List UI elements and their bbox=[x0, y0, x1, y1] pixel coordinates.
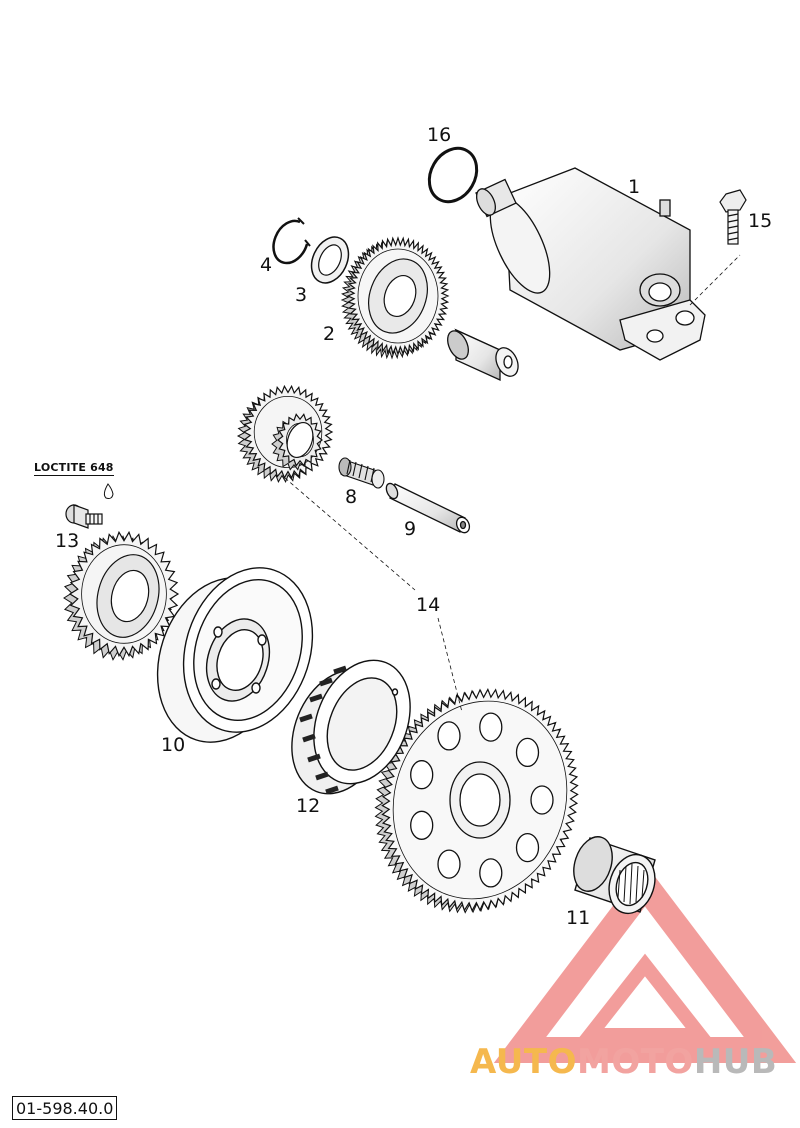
gear-hole bbox=[437, 721, 461, 751]
watermark-text-hub: HUB bbox=[693, 1042, 778, 1082]
leader-lines-part-14 bbox=[284, 477, 463, 713]
callout-part-10: 10 bbox=[161, 734, 186, 756]
needle-bearing-part-12 bbox=[573, 836, 656, 915]
circlip-part-4 bbox=[272, 217, 311, 265]
screw-part-11 bbox=[65, 504, 103, 529]
watermark-logo bbox=[493, 863, 797, 1063]
large-gear-holes bbox=[410, 712, 554, 888]
washer-part-3 bbox=[310, 236, 350, 284]
callout-part-2: 2 bbox=[323, 323, 336, 345]
callout-part-8: 8 bbox=[345, 486, 358, 508]
sprocket-hub bbox=[96, 554, 160, 638]
shaft-pin-part-9 bbox=[385, 482, 471, 534]
callout-part-15: 15 bbox=[748, 210, 773, 232]
starter-motor-part-1 bbox=[475, 167, 706, 361]
loctite-drop-icon bbox=[103, 483, 114, 499]
callout-part-3: 3 bbox=[295, 284, 308, 306]
gear-hole bbox=[515, 737, 540, 768]
leader-line bbox=[689, 254, 741, 306]
callout-part-9: 9 bbox=[404, 518, 417, 540]
o-ring-part-16 bbox=[427, 146, 479, 204]
callout-part-4: 4 bbox=[260, 254, 273, 276]
callout-part-11: 13 bbox=[55, 530, 80, 552]
bolt-part-15 bbox=[719, 189, 747, 245]
callout-part-14: 14 bbox=[416, 594, 441, 616]
double-gear-hub-part-14 bbox=[286, 421, 314, 459]
watermark-text: AUTOMOTOHUB bbox=[470, 1042, 777, 1082]
gear-bore bbox=[459, 773, 501, 827]
callout-part-13: 12 bbox=[296, 795, 321, 817]
gear-hole bbox=[479, 712, 503, 742]
gear-hole bbox=[410, 760, 434, 790]
gear-hole bbox=[479, 858, 503, 888]
callout-part-12: 11 bbox=[566, 907, 591, 929]
gear-hole bbox=[515, 832, 540, 863]
document-number: 01-598.40.0 bbox=[12, 1096, 118, 1120]
gear-hole bbox=[410, 810, 434, 840]
flywheel-part-10 bbox=[156, 567, 314, 743]
idler-gear-hub-part-2 bbox=[368, 258, 428, 334]
callout-part-1: 1 bbox=[628, 176, 641, 198]
gear-hole bbox=[437, 849, 461, 879]
callout-part-16: 16 bbox=[427, 124, 452, 146]
gear-hole bbox=[530, 785, 554, 815]
freewheel-part-13 bbox=[291, 659, 411, 795]
watermark-text-moto: MOTO bbox=[576, 1042, 694, 1082]
needle-bearing-part-8 bbox=[338, 457, 385, 489]
sleeve-bushing bbox=[447, 328, 519, 382]
loctite-note: LOCTITE 648 bbox=[34, 461, 114, 476]
watermark-text-auto: AUTO bbox=[470, 1042, 577, 1082]
